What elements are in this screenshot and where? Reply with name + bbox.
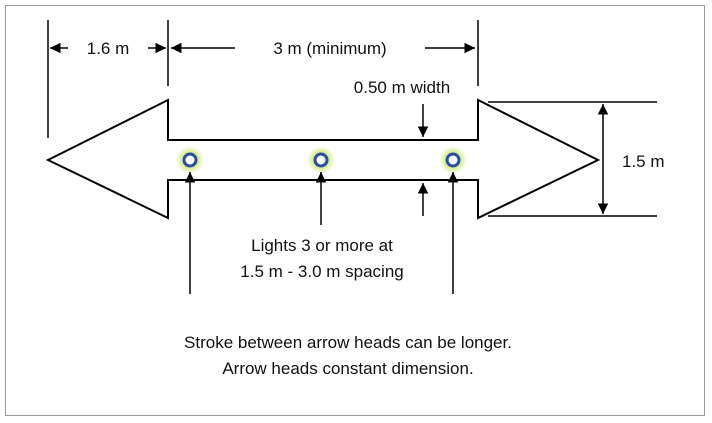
lights-note-line1: Lights 3 or more at bbox=[251, 236, 393, 255]
caption-line2: Arrow heads constant dimension. bbox=[222, 359, 473, 378]
diagram-frame bbox=[5, 5, 705, 416]
caption-line1: Stroke between arrow heads can be longer… bbox=[184, 333, 512, 352]
head-length-label: 1.6 m bbox=[87, 39, 130, 58]
light-2 bbox=[307, 146, 335, 174]
lights-note-line2: 1.5 m - 3.0 m spacing bbox=[240, 262, 403, 281]
head-height-label: 1.5 m bbox=[622, 152, 665, 171]
stroke-length-label: 3 m (minimum) bbox=[273, 39, 386, 58]
stroke-width-label: 0.50 m width bbox=[354, 78, 450, 97]
arrow-outline bbox=[45, 98, 601, 220]
light-3 bbox=[439, 146, 467, 174]
light-1 bbox=[176, 146, 204, 174]
